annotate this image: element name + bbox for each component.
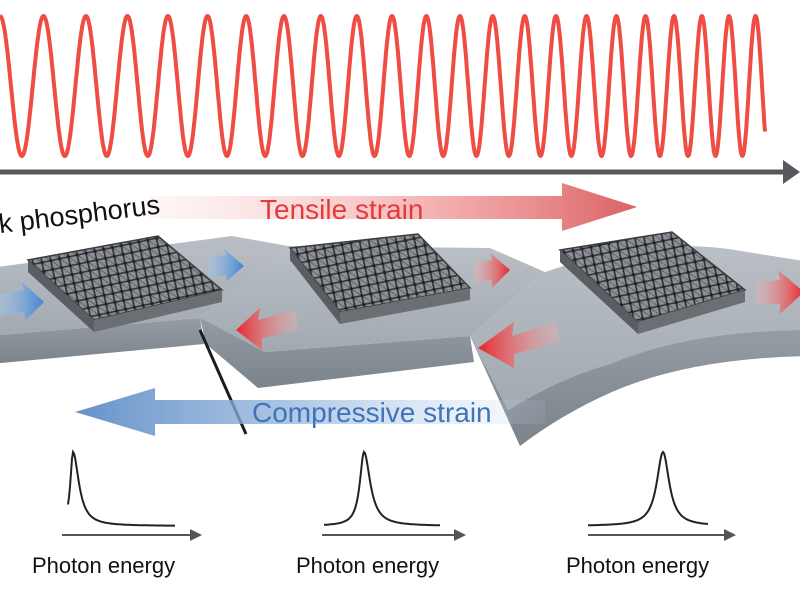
excitation-wave: [0, 14, 767, 158]
spectrum-label-1: Photon energy: [32, 553, 175, 578]
material-label: k phosphorus: [0, 190, 162, 240]
substrate-slab-2-side: [200, 318, 474, 388]
peak-curve-icon: [323, 449, 440, 527]
spectrum-label-2: Photon energy: [296, 553, 439, 578]
compressive-strain-arrow: [75, 388, 545, 436]
strain-arrow-icon: [756, 270, 800, 314]
strain-arrow-icon: [236, 308, 298, 350]
spectrum-3: Photon energy: [566, 450, 736, 578]
strain-arrow-icon: [208, 249, 244, 282]
peak-curve-icon: [587, 450, 709, 527]
strain-arrow-icon: [0, 282, 44, 320]
strain-arrow-icon: [474, 253, 510, 288]
peak-curve-icon: [67, 449, 175, 527]
lattice-icon: [288, 233, 472, 324]
substrate-slab-1-side: [0, 318, 204, 364]
spectrum-2: Photon energy: [296, 449, 466, 578]
tensile-strain-arrow: [150, 183, 637, 231]
lattice-icon: [26, 235, 224, 332]
strain-arrow-icon: [478, 322, 560, 368]
substrate-slab-3-side: [470, 330, 800, 446]
tensile-strain-label: Tensile strain: [260, 194, 423, 225]
compressive-strain-label: Compressive strain: [252, 397, 492, 428]
spectrum-1: Photon energy: [32, 449, 202, 578]
lattice-icon: [558, 231, 747, 334]
top-axis-arrowhead: [783, 160, 800, 184]
spectrum-label-3: Photon energy: [566, 553, 709, 578]
